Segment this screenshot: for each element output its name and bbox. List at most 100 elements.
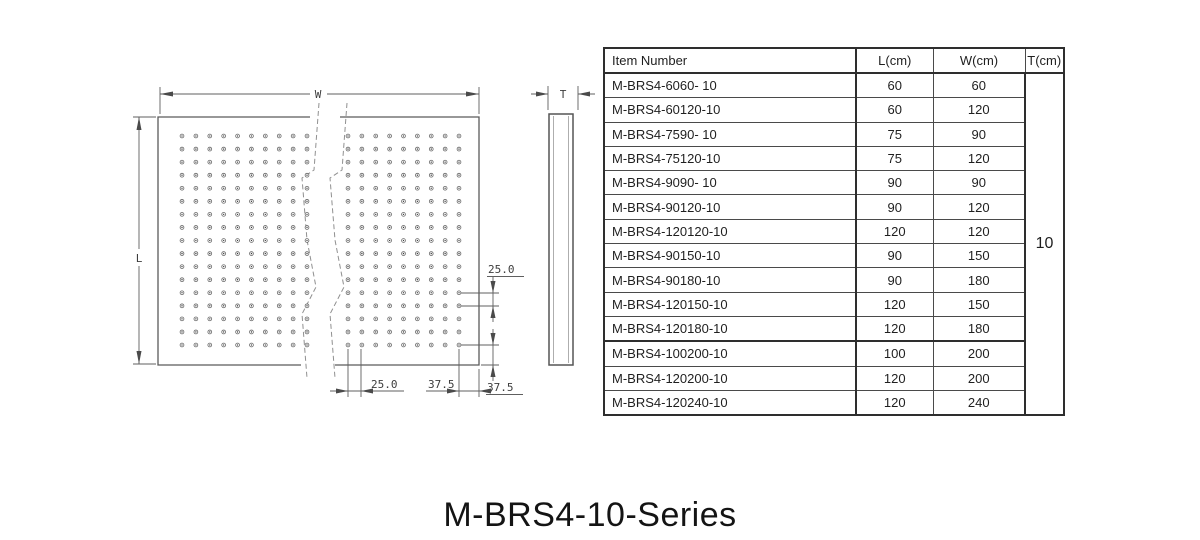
mounting-hole-center <box>388 200 391 202</box>
mounting-hole-center <box>181 187 183 189</box>
mounting-hole-center <box>388 331 391 333</box>
mounting-hole-center <box>278 187 280 189</box>
mounting-hole-center <box>209 200 211 202</box>
length-cell: 75 <box>855 121 934 147</box>
mounting-hole-center <box>306 187 308 189</box>
width-cell: 180 <box>932 315 1026 342</box>
mounting-hole-center <box>209 252 211 255</box>
length-cell: 120 <box>855 389 934 416</box>
mounting-hole-center <box>181 200 183 202</box>
thickness-label: T <box>560 88 567 101</box>
mounting-hole-center <box>264 161 266 163</box>
mounting-hole-center <box>458 292 460 294</box>
l-dimension-arrows <box>136 117 142 364</box>
mounting-hole-center <box>195 279 197 281</box>
mounting-hole-center <box>458 279 460 281</box>
mounting-hole-center <box>223 213 225 216</box>
mounting-hole-center <box>278 239 280 242</box>
mounting-hole-center <box>181 174 183 176</box>
mounting-hole-center <box>278 279 280 281</box>
mounting-hole-center <box>402 200 405 202</box>
mounting-hole-center <box>223 187 225 189</box>
item-number-cell: M-BRS4-120180-10 <box>603 315 857 342</box>
mounting-hole-center <box>181 213 183 216</box>
mounting-hole-center <box>209 213 211 216</box>
mounting-hole-center <box>388 318 391 320</box>
width-cell: 60 <box>932 72 1026 99</box>
mounting-hole-center <box>250 161 253 163</box>
mounting-hole-center <box>458 174 460 176</box>
length-cell: 60 <box>855 97 934 123</box>
mounting-hole-center <box>430 265 432 268</box>
mounting-hole-center <box>264 226 266 229</box>
mounting-hole-center <box>278 213 280 216</box>
mounting-hole-center <box>236 252 239 255</box>
mounting-hole-center <box>306 318 308 320</box>
mounting-hole-center <box>236 331 239 333</box>
mounting-hole-center <box>181 331 183 333</box>
width-cell: 150 <box>932 291 1026 317</box>
mounting-hole-center <box>292 265 294 268</box>
mounting-hole-center <box>375 161 377 163</box>
mounting-hole-center <box>361 174 363 176</box>
mounting-hole-center <box>388 305 391 307</box>
mounting-hole-center <box>264 200 266 202</box>
mounting-hole-center <box>278 252 280 255</box>
mounting-hole-center <box>388 239 391 242</box>
mounting-hole-center <box>347 174 349 176</box>
mounting-hole-center <box>223 344 225 346</box>
mounting-hole-center <box>292 279 294 281</box>
mounting-hole-center <box>402 331 405 333</box>
mounting-hole-center <box>444 239 446 242</box>
mounting-hole-center <box>306 265 308 268</box>
mounting-hole-center <box>292 331 294 333</box>
mounting-hole-center <box>250 174 253 176</box>
mounting-hole-center <box>430 187 432 189</box>
mounting-hole-center <box>278 135 280 137</box>
mounting-hole-center <box>347 148 349 150</box>
hole-spacing-v-arrows <box>490 281 496 318</box>
mounting-hole-center <box>250 305 253 307</box>
mounting-hole-center <box>388 226 391 229</box>
hole-spacing-h-label: 25.0 <box>371 378 398 391</box>
mounting-hole-center <box>306 239 308 242</box>
mounting-hole-center <box>347 200 349 202</box>
w-label-gap <box>310 86 327 100</box>
mounting-hole-center <box>388 252 391 255</box>
mounting-hole-center <box>375 200 377 202</box>
mounting-hole-center <box>347 292 349 294</box>
mounting-hole-center <box>416 265 419 268</box>
col-header-item-number: Item Number <box>603 47 857 74</box>
mounting-hole-center <box>375 135 377 137</box>
mounting-hole-center <box>223 239 225 242</box>
mounting-hole-center <box>458 344 460 346</box>
mounting-hole-center <box>250 252 253 255</box>
mounting-hole-center <box>195 318 197 320</box>
item-number-cell: M-BRS4-120200-10 <box>603 365 857 391</box>
mounting-hole-center <box>402 213 405 216</box>
mounting-hole-center <box>444 279 446 281</box>
col-header-l: L(cm) <box>855 47 934 74</box>
mounting-hole-center <box>402 344 405 346</box>
mounting-hole-center <box>361 187 363 189</box>
mounting-hole-center <box>375 239 377 242</box>
hole-spacing-v-label: 25.0 <box>488 263 515 276</box>
mounting-hole-center <box>250 265 253 268</box>
mounting-hole-center <box>264 292 266 294</box>
width-cell: 120 <box>932 218 1026 245</box>
mounting-hole-center <box>402 187 405 189</box>
mounting-hole-center <box>181 135 183 137</box>
mounting-hole-center <box>236 292 239 294</box>
width-cell: 120 <box>932 194 1026 220</box>
mounting-hole-center <box>181 161 183 163</box>
width-cell: 200 <box>932 365 1026 391</box>
mounting-hole-center <box>388 344 391 346</box>
mounting-hole-center <box>430 305 432 307</box>
item-number-cell: M-BRS4-75120-10 <box>603 145 857 172</box>
thickness-merged-cell: 10 <box>1024 72 1065 416</box>
width-cell: 150 <box>932 243 1026 269</box>
